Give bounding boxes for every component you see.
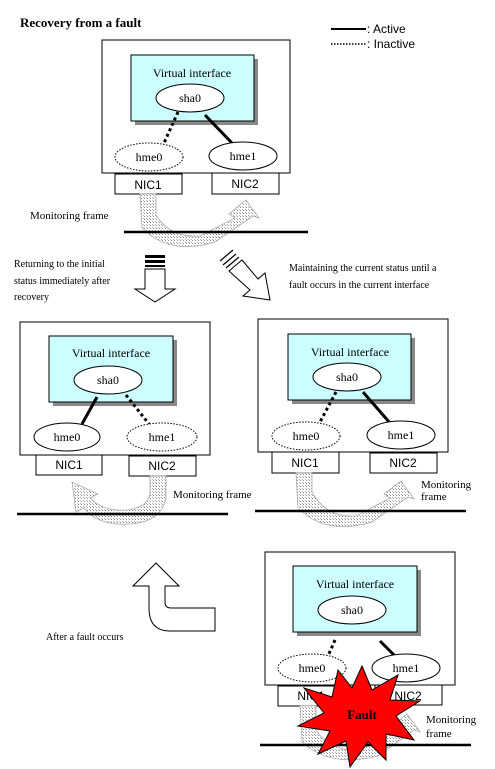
link-hme1-inactive bbox=[124, 394, 151, 425]
hme1-ellipse bbox=[366, 420, 436, 450]
frame-label: frame bbox=[421, 491, 447, 503]
monitoring-frame-label: Monitoring frame bbox=[173, 489, 252, 501]
nic2-label: NIC2 bbox=[148, 459, 176, 473]
sha0-label: sha0 bbox=[179, 91, 201, 105]
hme1-label: hme1 bbox=[149, 430, 176, 444]
monitoring-frame-arrow bbox=[295, 472, 416, 528]
virtual-interface-label: Virtual interface bbox=[316, 577, 394, 591]
return-caption-line3: recovery bbox=[14, 292, 49, 303]
hme0-label: hme0 bbox=[54, 430, 81, 444]
link-hme0-inactive bbox=[326, 639, 337, 657]
panel-fault: Virtual interface sha0 hme0 hme1 NIC1 NI… bbox=[260, 551, 477, 769]
maintain-caption-line1: Maintaining the current status until a bbox=[289, 263, 437, 274]
hme1-ellipse bbox=[371, 653, 441, 683]
nic1-box bbox=[35, 454, 103, 476]
virtual-interface-label: Virtual interface bbox=[72, 346, 150, 360]
hme1-label: hme1 bbox=[230, 149, 257, 163]
link-hme1-active bbox=[361, 391, 392, 424]
hme1-label: hme1 bbox=[388, 428, 415, 442]
hme0-ellipse bbox=[33, 422, 101, 452]
link-hme1-active bbox=[378, 639, 396, 657]
hme0-ellipse bbox=[271, 421, 341, 451]
legend: : Active : Inactive bbox=[331, 22, 415, 51]
nic2-label: NIC2 bbox=[231, 177, 259, 191]
nic2-label: NIC2 bbox=[389, 456, 417, 470]
panel-maintained: Virtual interface sha0 hme0 hme1 NIC1 NI… bbox=[255, 318, 472, 528]
return-caption-line1: Returning to the initial bbox=[14, 259, 105, 270]
hme0-ellipse bbox=[114, 142, 184, 172]
sha0-ellipse bbox=[155, 83, 225, 113]
panel-initial: Virtual interface sha0 hme0 hme1 NIC1 NI… bbox=[30, 39, 308, 248]
after-fault-arrow bbox=[131, 562, 216, 632]
hme0-label: hme0 bbox=[299, 661, 326, 675]
legend-active-label: : Active bbox=[367, 22, 406, 36]
nic1-label: NIC1 bbox=[134, 178, 162, 192]
legend-inactive-label: : Inactive bbox=[367, 37, 415, 51]
maintain-caption-line2: fault occurs in the current interface bbox=[289, 280, 430, 291]
virtual-interface-label: Virtual interface bbox=[311, 345, 389, 359]
hme1-label: hme1 bbox=[393, 661, 420, 675]
nic1-label: NIC1 bbox=[55, 458, 83, 472]
nic2-label: NIC2 bbox=[394, 689, 422, 703]
link-hme1-active bbox=[203, 113, 234, 145]
nic2-box bbox=[211, 172, 280, 195]
monitoring-label: Monitoring bbox=[421, 479, 472, 491]
monitoring-frame-arrow bbox=[139, 193, 261, 248]
return-caption-line2: status immediately after bbox=[14, 276, 111, 287]
frame-label: frame bbox=[426, 728, 452, 740]
hme0-ellipse bbox=[277, 653, 347, 683]
hme0-label: hme0 bbox=[136, 150, 163, 164]
monitoring-frame-arrow bbox=[71, 475, 167, 525]
fault-label: Fault bbox=[347, 707, 377, 722]
fault-burst-icon bbox=[296, 664, 422, 769]
after-fault-caption: After a fault occurs bbox=[46, 632, 124, 643]
panel-returned: Virtual interface sha0 hme0 hme1 NIC1 NI… bbox=[17, 321, 252, 525]
sha0-label: sha0 bbox=[341, 603, 363, 617]
nic2-box bbox=[369, 452, 438, 474]
maintain-arrow bbox=[219, 249, 271, 301]
sha0-label: sha0 bbox=[336, 370, 358, 384]
hme1-ellipse bbox=[126, 422, 198, 452]
return-arrow bbox=[133, 255, 177, 303]
page-title: Recovery from a fault bbox=[20, 15, 142, 30]
hme1-ellipse bbox=[208, 141, 278, 171]
hme0-label: hme0 bbox=[293, 429, 320, 443]
monitoring-frame-label: Monitoring frame bbox=[30, 210, 109, 222]
virtual-interface-label: Virtual interface bbox=[153, 66, 231, 80]
nic1-label: NIC1 bbox=[291, 456, 319, 470]
sha0-ellipse bbox=[312, 362, 382, 392]
monitoring-label: Monitoring bbox=[426, 714, 477, 726]
link-hme0-active bbox=[80, 396, 99, 425]
sha0-label: sha0 bbox=[97, 373, 119, 387]
sha0-ellipse bbox=[73, 365, 143, 395]
sha0-ellipse bbox=[317, 595, 387, 625]
